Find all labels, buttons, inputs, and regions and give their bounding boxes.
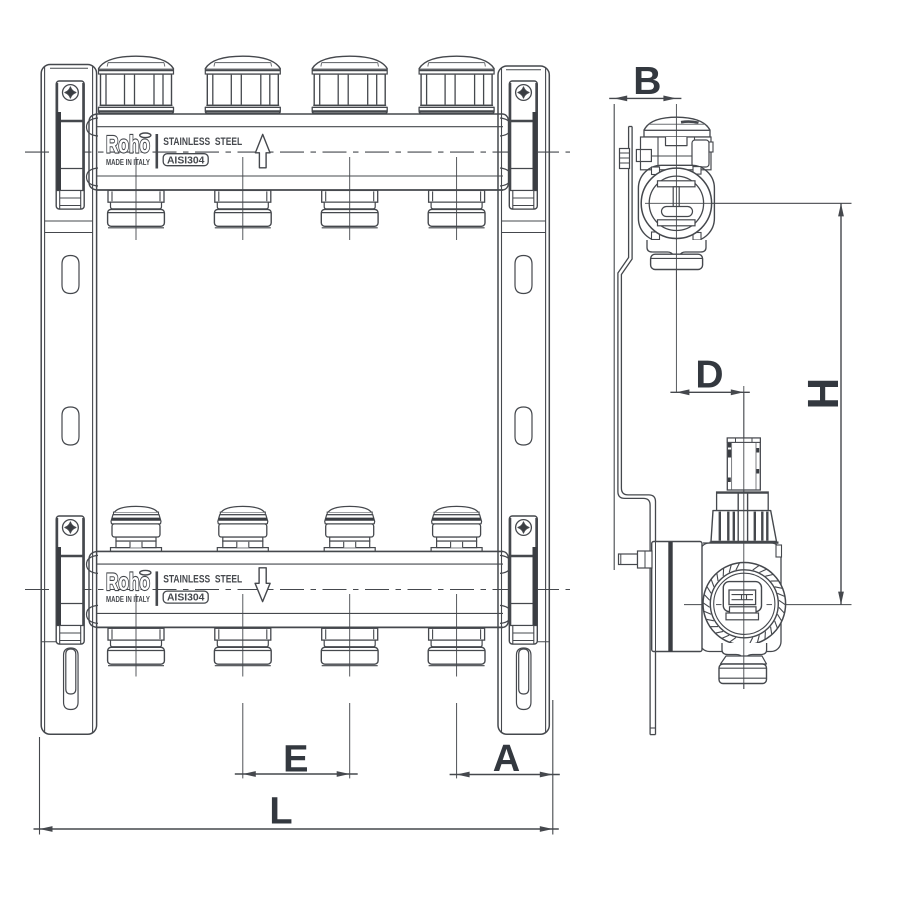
svg-text:Roho: Roho xyxy=(106,132,150,159)
svg-text:B: B xyxy=(633,60,661,103)
svg-text:AISI304: AISI304 xyxy=(167,155,205,166)
svg-text:A: A xyxy=(493,738,520,780)
svg-text:E: E xyxy=(283,739,308,781)
svg-text:AISI304: AISI304 xyxy=(167,593,205,604)
svg-text:STAINLESS STEEL: STAINLESS STEEL xyxy=(163,136,242,148)
svg-text:STAINLESS STEEL: STAINLESS STEEL xyxy=(163,573,242,585)
svg-text:Roho: Roho xyxy=(106,569,150,596)
svg-text:H: H xyxy=(799,378,848,410)
svg-text:D: D xyxy=(695,354,723,397)
svg-text:MADE IN ITALY: MADE IN ITALY xyxy=(106,595,151,604)
svg-text:L: L xyxy=(269,790,292,832)
svg-text:MADE IN ITALY: MADE IN ITALY xyxy=(106,158,151,167)
